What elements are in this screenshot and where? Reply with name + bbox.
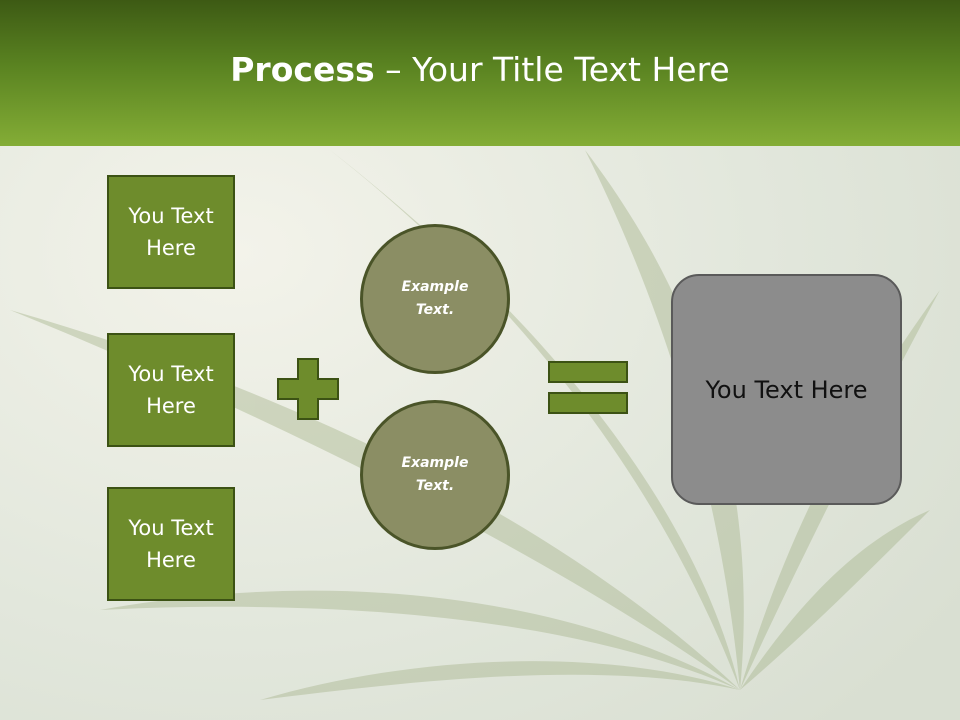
equals-icon: [548, 361, 628, 414]
example-circle-2[interactable]: Example Text.: [360, 400, 510, 550]
title-rest: – Your Title Text Here: [374, 49, 730, 89]
text-box-2-label: You Text Here: [128, 362, 214, 418]
result-box[interactable]: You Text Here: [671, 274, 902, 505]
example-circle-1-label: Example Text.: [401, 279, 469, 318]
slide-title: Process – Your Title Text Here: [230, 50, 729, 89]
example-circle-1[interactable]: Example Text.: [360, 224, 510, 374]
text-box-3-label: You Text Here: [128, 516, 214, 572]
text-box-3[interactable]: You Text Here: [107, 487, 235, 601]
title-bar: Process – Your Title Text Here: [0, 0, 960, 146]
title-bold: Process: [230, 49, 375, 89]
text-box-1[interactable]: You Text Here: [107, 175, 235, 289]
text-box-1-label: You Text Here: [128, 204, 214, 260]
example-circle-2-label: Example Text.: [401, 455, 469, 494]
result-box-label: You Text Here: [705, 375, 868, 404]
text-box-2[interactable]: You Text Here: [107, 333, 235, 447]
plus-icon: [277, 358, 339, 420]
